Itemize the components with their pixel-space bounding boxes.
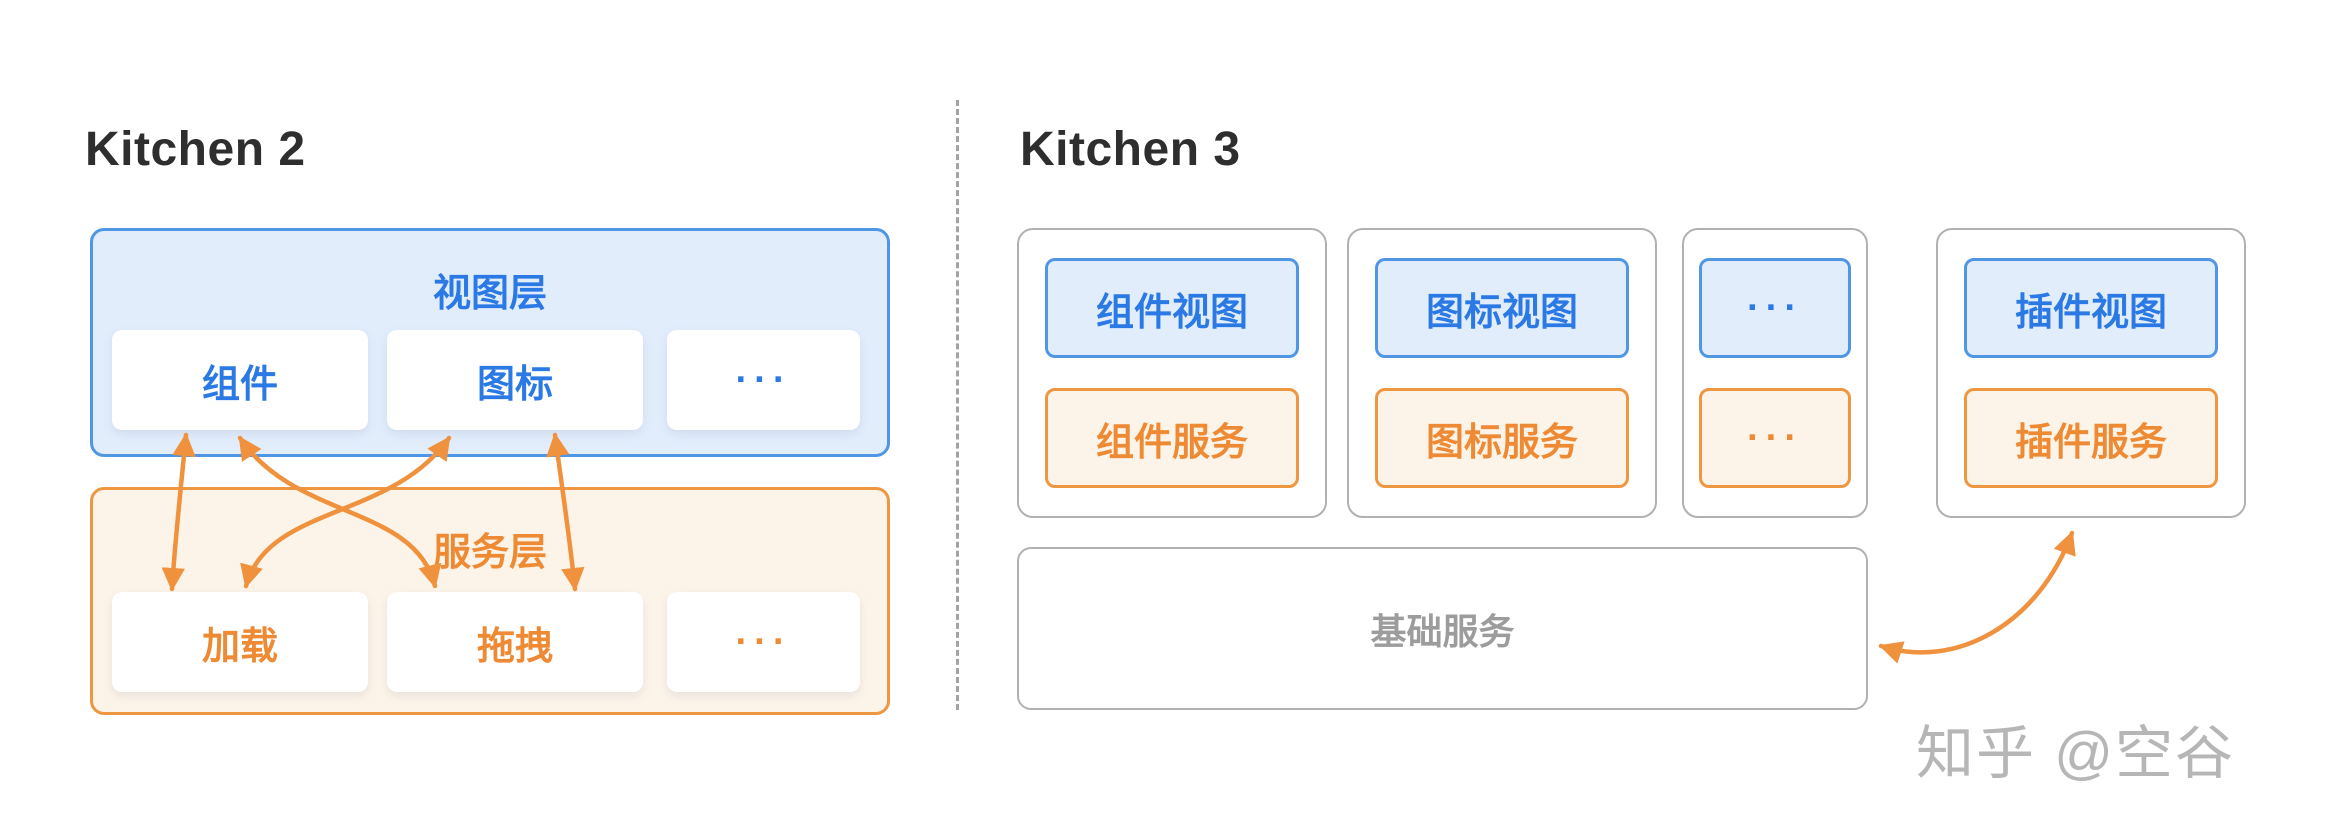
cell-service-ellipsis: ··· <box>667 592 860 692</box>
watermark: 知乎 @空谷 <box>1916 721 2235 786</box>
arrow-base-service-plugin <box>1878 530 2076 664</box>
cell-load: 加载 <box>112 592 368 692</box>
section-divider-dashed-line <box>956 100 959 710</box>
service-layer-label: 服务层 <box>432 532 547 574</box>
card-icon: 图标视图 图标服务 <box>1347 228 1657 518</box>
card-ellipsis: ··· ··· <box>1682 228 1868 518</box>
kitchen2-title: Kitchen 2 <box>85 123 306 176</box>
card-plugin: 插件视图 插件服务 <box>1936 228 2246 518</box>
ellipsis-view-box: ··· <box>1699 258 1851 358</box>
component-service-box: 组件服务 <box>1045 388 1299 488</box>
view-layer-box: 视图层 组件 图标 ··· <box>90 228 890 457</box>
service-layer-box: 服务层 加载 拖拽 ··· <box>90 487 890 715</box>
kitchen3-title: Kitchen 3 <box>1020 123 1241 176</box>
icon-view-box: 图标视图 <box>1375 258 1629 358</box>
card-component: 组件视图 组件服务 <box>1017 228 1327 518</box>
plugin-view-box: 插件视图 <box>1964 258 2218 358</box>
cell-component: 组件 <box>112 330 368 430</box>
base-service-box: 基础服务 <box>1017 547 1868 710</box>
icon-service-box: 图标服务 <box>1375 388 1629 488</box>
ellipsis-service-box: ··· <box>1699 388 1851 488</box>
cell-drag: 拖拽 <box>387 592 643 692</box>
cell-view-ellipsis: ··· <box>667 330 860 430</box>
plugin-service-box: 插件服务 <box>1964 388 2218 488</box>
cell-icon: 图标 <box>387 330 643 430</box>
component-view-box: 组件视图 <box>1045 258 1299 358</box>
view-layer-label: 视图层 <box>432 273 547 315</box>
